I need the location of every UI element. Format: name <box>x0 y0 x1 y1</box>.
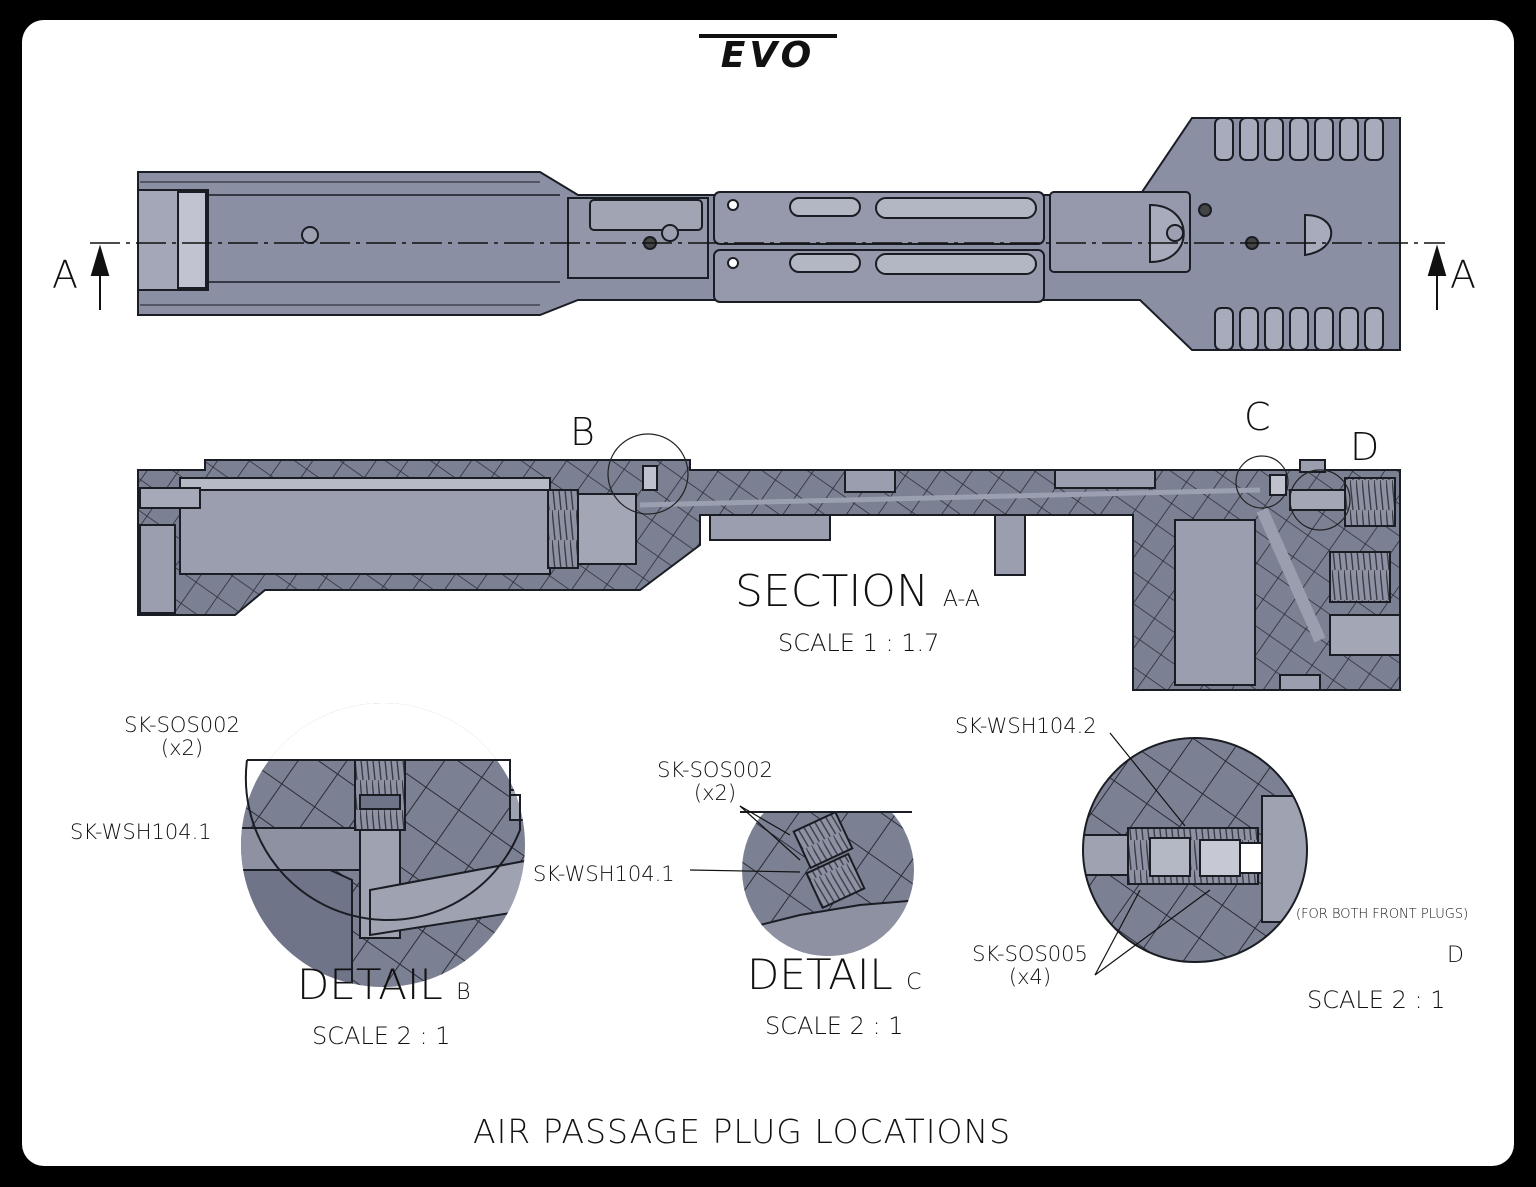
detail-d-part-2-label: SK-SOS005 (x4) <box>962 944 1098 988</box>
section-arrow-label-left: A <box>52 253 78 297</box>
section-title-suffix: A-A <box>942 587 980 612</box>
detail-d-outline <box>1082 737 1308 963</box>
detail-callout-circles <box>607 433 1351 531</box>
detail-d-part-2-code: SK-SOS005 <box>972 942 1088 966</box>
section-title-text: SECTION <box>735 566 929 617</box>
detail-b-view <box>241 703 525 987</box>
callout-b-label: B <box>570 410 595 454</box>
detail-b-outline <box>244 759 521 921</box>
section-title: SECTION A-A <box>735 570 980 614</box>
section-view <box>137 459 1401 691</box>
detail-d-part-1-label: SK-WSH104.2 <box>955 714 1097 738</box>
detail-b-part-1-qty: (x2) <box>160 736 204 760</box>
detail-c-part-1-label: SK-SOS002 (x2) <box>645 760 785 804</box>
evo-logo: EVO <box>697 34 839 74</box>
detail-c-view <box>742 790 914 956</box>
section-arrows <box>90 244 1447 310</box>
page-title: AIR PASSAGE PLUG LOCATIONS <box>473 1112 1012 1151</box>
callout-c-label: C <box>1244 395 1271 439</box>
callout-d-label: D <box>1350 425 1380 469</box>
detail-b-title: DETAIL B <box>297 964 471 1006</box>
detail-b-part-1-label: SK-SOS002 (x2) <box>112 715 252 759</box>
detail-d-part-2-qty: (x4) <box>1008 965 1052 989</box>
detail-c-part-1-code: SK-SOS002 <box>657 758 773 782</box>
detail-d-scale: SCALE 2 : 1 <box>1307 986 1446 1014</box>
detail-d-letter: D <box>1447 943 1464 968</box>
leader-lines <box>689 732 1211 976</box>
detail-b-title-text: DETAIL <box>297 960 443 1009</box>
detail-c-part-1-qty: (x2) <box>693 781 737 805</box>
detail-b-part-1-code: SK-SOS002 <box>124 713 240 737</box>
detail-b-title-letter: B <box>456 980 471 1005</box>
detail-c-title: DETAIL C <box>747 954 922 996</box>
section-arrow-label-right: A <box>1450 253 1476 297</box>
detail-c-title-letter: C <box>906 970 922 995</box>
detail-b-part-2-label: SK-WSH104.1 <box>70 820 212 844</box>
top-view <box>90 117 1445 351</box>
detail-c-part-2-label: SK-WSH104.1 <box>533 862 675 886</box>
detail-d-note: (FOR BOTH FRONT PLUGS) <box>1296 907 1469 922</box>
detail-d-view <box>1083 738 1307 962</box>
detail-c-scale: SCALE 2 : 1 <box>765 1012 904 1040</box>
detail-b-scale: SCALE 2 : 1 <box>312 1022 451 1050</box>
evo-logo-text: EVO <box>720 35 816 76</box>
section-scale: SCALE 1 : 1.7 <box>778 629 940 657</box>
detail-c-title-text: DETAIL <box>747 950 893 999</box>
